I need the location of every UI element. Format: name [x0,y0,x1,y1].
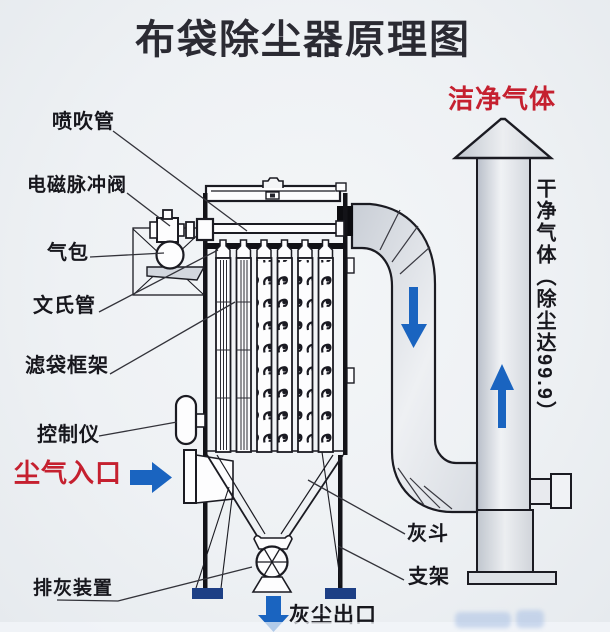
filter-bag-cage-bags [215,257,252,453]
right-foot [325,588,356,599]
label-support-frame: 支架 [408,566,450,588]
label-pulse-valve: 电磁脉冲阀 [27,175,128,196]
label-clean-gas-note-vertical: 干净气体（除尘达99.9） [533,178,555,423]
blow-pipe [211,223,339,234]
stack-side-stub [529,478,554,505]
label-ash-hopper: 灰斗 [407,523,449,545]
flow-arrow-duct-down [401,287,427,348]
stack-cone-cap [451,117,555,160]
pulse-jet-system [132,209,345,296]
leader-lines [56,130,406,602]
flow-arrow-stack-up [490,364,514,428]
label-dust-outlet: 灰尘出口 [289,604,377,627]
label-dust-gas-inlet: 尘气入口 [14,458,123,488]
bottom-band [0,622,610,632]
label-filter-bag-cage: 滤袋框架 [25,355,109,377]
pipe-junction-box [195,217,215,242]
label-blow-pipe: 喷吹管 [52,111,115,133]
watermark [516,610,544,628]
label-clean-gas: 洁净气体 [448,84,557,114]
valve-shelf [146,266,206,281]
rotary-ash-valve [251,534,293,593]
label-venturi-tube: 文氏管 [33,295,96,317]
watermark [455,612,511,628]
label-controller: 控制仪 [37,424,100,446]
exhaust-stack [451,117,572,585]
clean-air-duct [337,202,479,514]
left-wall-leg [203,193,208,588]
stack-base-plate [467,571,557,585]
filter-bags [215,239,334,453]
electromagnetic-pulse-valve [156,217,179,243]
left-foot [192,588,223,599]
stack-pedestal [476,509,534,574]
flow-arrow-inlet [130,462,172,493]
support-legs [192,451,356,599]
cover-handle [262,177,284,188]
right-leg [338,455,343,588]
dust-collector-body [203,177,355,588]
label-air-bag: 气包 [47,242,89,264]
right-wall [343,193,348,455]
page-title: 布袋除尘器原理图 [135,18,471,62]
label-ash-discharge-device: 排灰装置 [33,578,114,599]
tube-sheet [204,243,347,249]
air-bag-tank [155,240,185,270]
controller-device [174,394,206,446]
